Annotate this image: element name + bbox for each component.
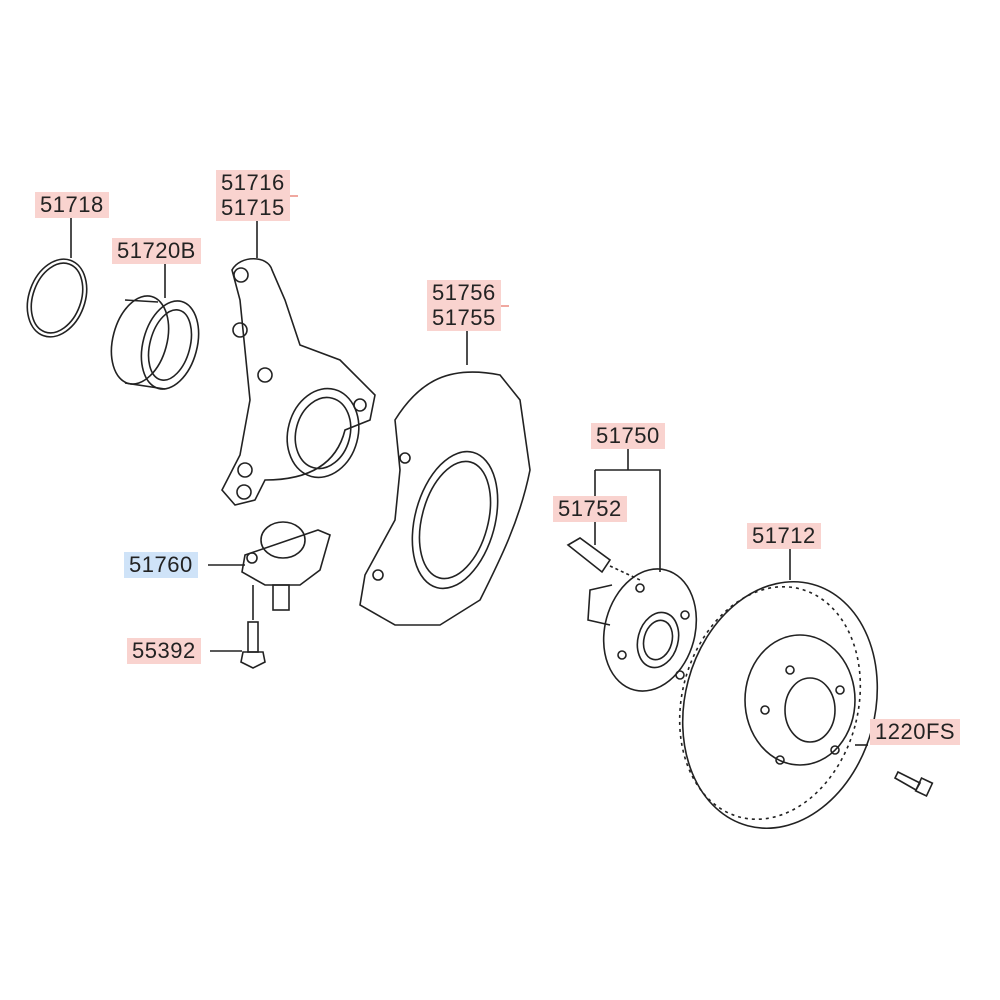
part-label-55392[interactable]: 55392 (127, 638, 201, 664)
wheel-stud-drawing (566, 537, 641, 581)
part-label-51756[interactable]: 51756 (427, 280, 501, 306)
leader-lines (70, 218, 868, 746)
part-label-51716[interactable]: 51716 (216, 170, 290, 196)
part-label-51718[interactable]: 51718 (35, 192, 109, 218)
part-label-51760[interactable]: 51760 (124, 552, 198, 578)
part-label-51752[interactable]: 51752 (553, 496, 627, 522)
knuckle-drawing (221, 257, 376, 506)
part-label-51715[interactable]: 51715 (216, 195, 290, 221)
part-label-51712[interactable]: 51712 (747, 523, 821, 549)
part-label-51720b[interactable]: 51720B (112, 238, 201, 264)
brake-disc-drawing (678, 580, 879, 830)
part-label-1220fs[interactable]: 1220FS (870, 719, 961, 745)
ball-joint-drawing (241, 521, 331, 611)
hub-drawing (587, 568, 698, 692)
bearing-drawing (110, 295, 200, 390)
dust-cover-drawing (359, 371, 531, 626)
bolt-drawing (240, 621, 266, 669)
part-label-51755[interactable]: 51755 (427, 305, 501, 331)
screw-drawing (893, 770, 934, 797)
snap-ring-drawing (26, 258, 88, 338)
part-label-51750[interactable]: 51750 (591, 423, 665, 449)
